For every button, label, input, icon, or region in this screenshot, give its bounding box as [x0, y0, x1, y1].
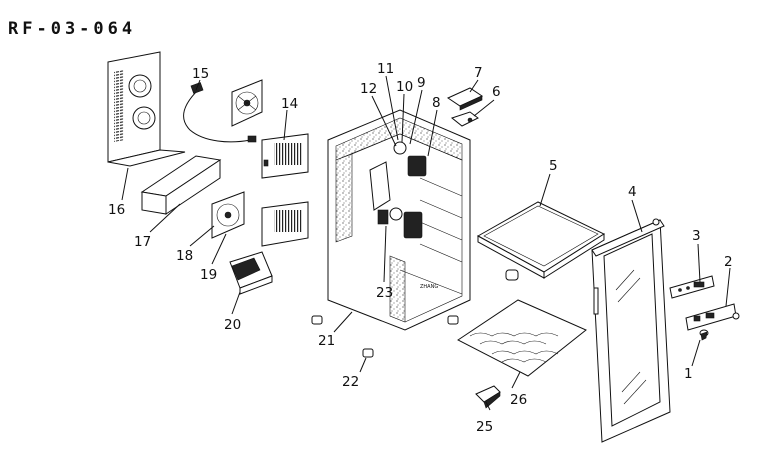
- part-drip-tray: [140, 155, 222, 215]
- part-display-panel: [669, 275, 715, 299]
- part-rear-fan-panel: [107, 51, 186, 167]
- part-heatsink-lower: [261, 201, 309, 247]
- callout-18: 18: [176, 248, 193, 264]
- part-knob: [699, 329, 709, 341]
- callout-22: 22: [342, 374, 359, 390]
- part-control-board: [229, 251, 273, 295]
- part-hinge-bracket: [475, 385, 501, 409]
- part-upper-hinge: [446, 87, 484, 127]
- leader-lines: [121, 75, 731, 411]
- callout-11: 11: [377, 61, 394, 77]
- diagram-code: RF-03-064: [8, 19, 136, 39]
- callout-21: 21: [318, 333, 335, 349]
- part-fan-lower: [211, 191, 245, 239]
- part-wire-rack: [457, 299, 587, 377]
- callout-9: 9: [417, 75, 426, 91]
- callout-7: 7: [474, 65, 483, 81]
- part-glass-door: [591, 218, 671, 443]
- part-heatsink-upper: [261, 133, 309, 179]
- callout-3: 3: [692, 228, 701, 244]
- callout-17: 17: [134, 234, 151, 250]
- callout-2: 2: [724, 254, 733, 270]
- callout-labels: 1 2 3 4 5 6 7 8 9 10 11 12 14 15 16 17 1…: [108, 61, 733, 435]
- callout-12: 12: [360, 81, 377, 97]
- callout-16: 16: [108, 202, 125, 218]
- callout-6: 6: [492, 84, 501, 100]
- callout-4: 4: [628, 184, 637, 200]
- part-cabinet: ZHANG: [327, 109, 471, 331]
- callout-26: 26: [510, 392, 527, 408]
- part-feet: [311, 269, 519, 358]
- svg-text:ZHANG: ZHANG: [420, 284, 438, 290]
- callout-23: 23: [376, 285, 393, 301]
- callout-19: 19: [200, 267, 217, 283]
- callout-14: 14: [281, 96, 298, 112]
- callout-5: 5: [549, 158, 558, 174]
- callout-25: 25: [476, 419, 493, 435]
- callout-20: 20: [224, 317, 241, 333]
- callout-1: 1: [684, 366, 693, 382]
- part-fan-upper: [231, 79, 263, 127]
- part-control-panel: [685, 303, 740, 331]
- callout-8: 8: [432, 95, 441, 111]
- callout-15: 15: [192, 66, 209, 82]
- callout-10: 10: [396, 79, 413, 95]
- part-top-shelf: [476, 201, 606, 279]
